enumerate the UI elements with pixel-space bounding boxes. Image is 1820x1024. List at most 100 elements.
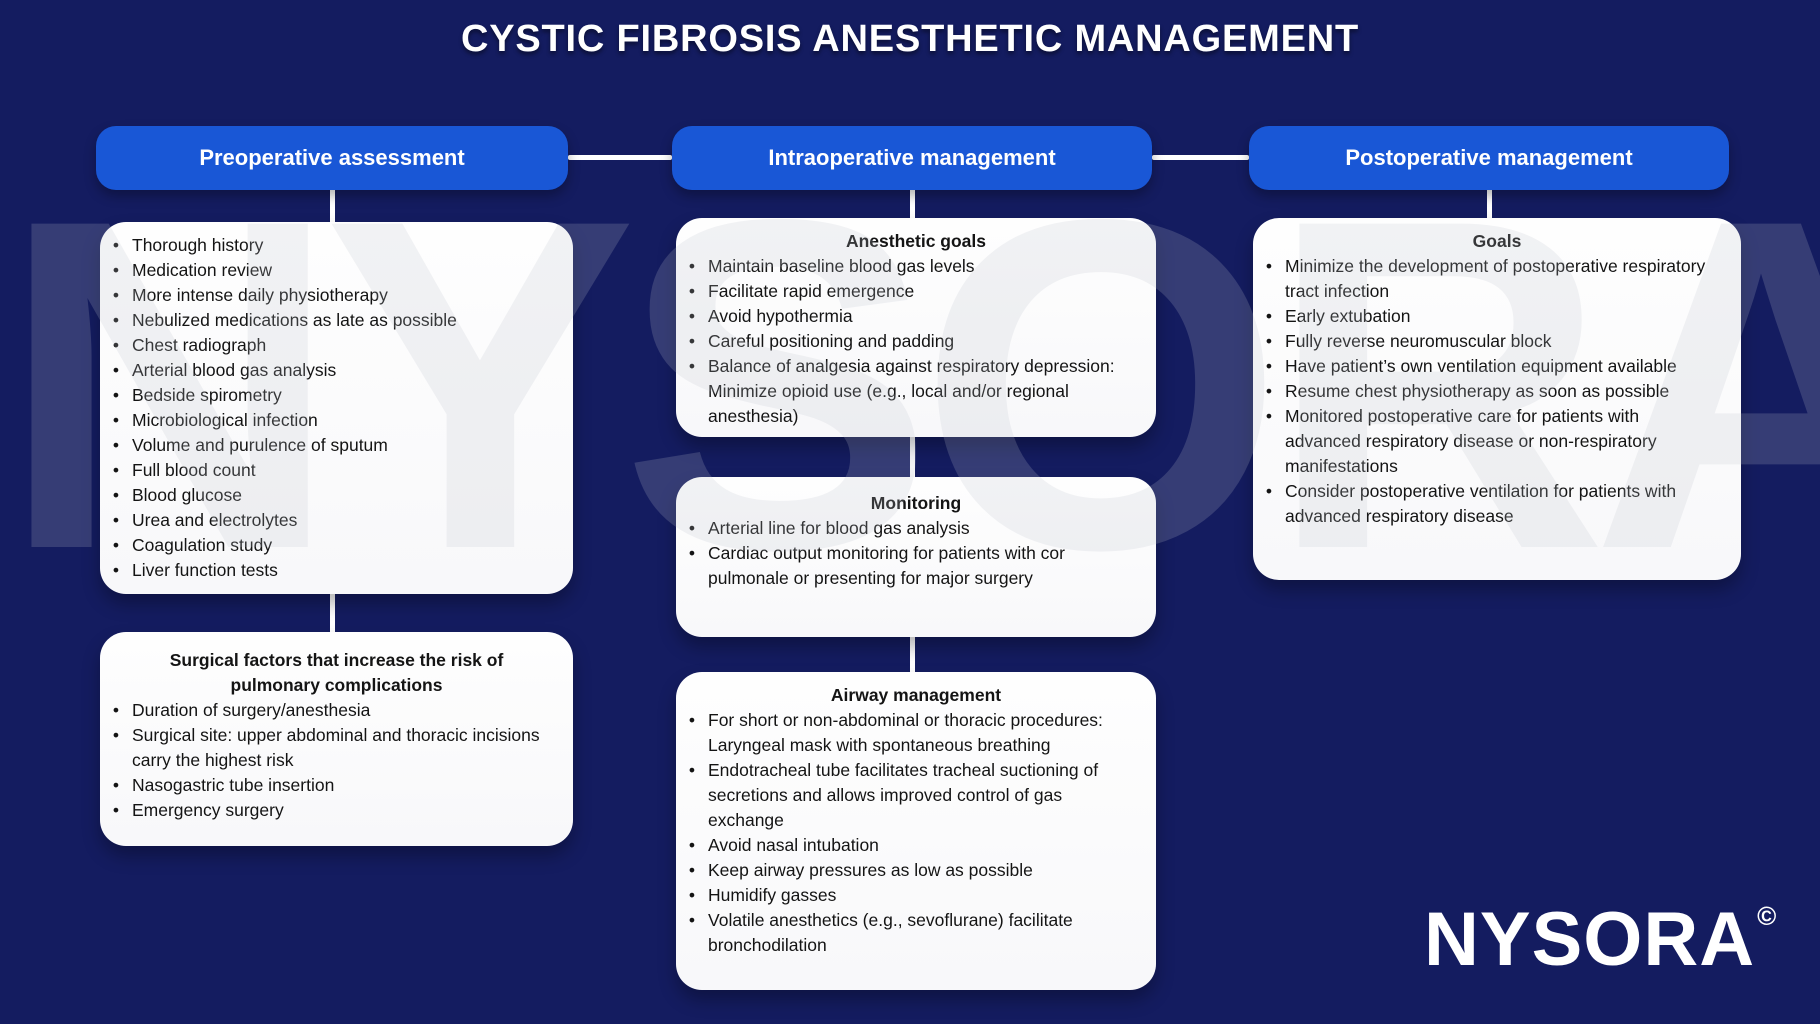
list-item: •Facilitate rapid emergence xyxy=(676,279,1144,304)
list-item: •Emergency surgery xyxy=(100,798,561,823)
bullet-icon: • xyxy=(112,725,120,745)
bullet-icon: • xyxy=(1265,481,1273,501)
item-text: Liver function tests xyxy=(132,560,278,580)
list-item: •Full blood count xyxy=(100,458,561,483)
connector-vertical-col2-a xyxy=(910,188,915,220)
item-text: Blood glucose xyxy=(132,485,242,505)
connector-horizontal-2 xyxy=(1152,155,1249,160)
item-text: Endotracheal tube facilitates tracheal s… xyxy=(708,760,1099,830)
item-text: Nebulized medications as late as possibl… xyxy=(132,310,457,330)
list-item: •Keep airway pressures as low as possibl… xyxy=(676,858,1144,883)
bullet-icon: • xyxy=(112,335,120,355)
page-title: CYSTIC FIBROSIS ANESTHETIC MANAGEMENT xyxy=(461,18,1359,60)
bullet-icon: • xyxy=(112,485,120,505)
bullet-icon: • xyxy=(112,510,120,530)
item-text: Monitored postoperative care for patient… xyxy=(1285,406,1657,476)
list-item: • Duration of surgery/anesthesia xyxy=(100,698,561,723)
bullet-icon: • xyxy=(112,260,120,280)
list-item: •Volume and purulence of sputum xyxy=(100,433,561,458)
list-item: • Medication review xyxy=(100,258,561,283)
connector-horizontal-1 xyxy=(568,155,672,160)
monitoring-box: Monitoring•Arterial line for blood gas a… xyxy=(676,477,1156,637)
bullet-icon: • xyxy=(688,543,696,563)
list-item: •Coagulation study xyxy=(100,533,561,558)
item-text: Urea and electrolytes xyxy=(132,510,298,530)
bullet-icon: • xyxy=(688,256,696,276)
bullet-icon: • xyxy=(688,518,696,538)
connector-vertical-col2-b xyxy=(910,435,915,479)
list-item: •For short or non-abdominal or thoracic … xyxy=(676,708,1144,758)
list-item: • Nebulized medications as late as possib… xyxy=(100,308,561,333)
connector-vertical-col3-a xyxy=(1487,188,1492,220)
item-text: Consider postoperative ventilation for p… xyxy=(1285,481,1677,526)
list-item: •Early extubation xyxy=(1253,304,1729,329)
box-title: Goals xyxy=(1472,231,1522,251)
list-item: • Avoid nasal intubation xyxy=(676,833,1144,858)
bullet-icon: • xyxy=(688,356,696,376)
box-title: Surgical factors that increase the risk … xyxy=(169,650,504,695)
bullet-icon: • xyxy=(688,835,696,855)
bullet-icon: • xyxy=(688,281,696,301)
list-item: •Resume chest physiotherapy as soon as p… xyxy=(1253,379,1729,404)
bullet-icon: • xyxy=(112,775,120,795)
bullet-icon: • xyxy=(1265,256,1273,276)
bullet-icon: • xyxy=(112,310,120,330)
item-text: Humidify gasses xyxy=(708,885,837,905)
list-item: • Surgical site: upper abdominal and thor… xyxy=(100,723,561,773)
item-text: Full blood count xyxy=(132,460,256,480)
item-text: Arterial line for blood gas analysis xyxy=(708,518,970,538)
bullet-icon: • xyxy=(1265,381,1273,401)
list-item: •Have patient’s own ventilation equipmen… xyxy=(1253,354,1729,379)
bullet-icon: • xyxy=(112,410,120,430)
bullet-icon: • xyxy=(1265,306,1273,326)
item-text: Arterial blood gas analysis xyxy=(132,360,337,380)
bullet-icon: • xyxy=(1265,331,1273,351)
item-text: Cardiac output monitoring for patients w… xyxy=(708,543,1065,588)
bullet-icon: • xyxy=(112,385,120,405)
list-item: •Humidify gasses xyxy=(676,883,1144,908)
item-text: Surgical site: upper abdominal and thora… xyxy=(132,725,540,770)
list-item: • Arterial line for blood gas analysis xyxy=(676,516,1144,541)
bullet-icon: • xyxy=(112,560,120,580)
column-header-preoperative: Preoperative assessment xyxy=(96,126,568,190)
bullet-icon: • xyxy=(112,285,120,305)
item-text: Careful positioning and padding xyxy=(708,331,955,351)
list-item: •Thorough history xyxy=(100,233,561,258)
connector-vertical-col1-b xyxy=(330,592,335,634)
bullet-icon: • xyxy=(688,910,696,930)
bullet-icon: • xyxy=(112,235,120,255)
anesthetic-goals-box: Anesthetic goals•Maintain baseline blood… xyxy=(676,218,1156,437)
copyright-icon: © xyxy=(1757,900,1778,931)
list-item: •Bedside spirometry xyxy=(100,383,561,408)
list-item: • Maintain baseline blood gas levels xyxy=(676,254,1144,279)
item-text: Maintain baseline blood gas levels xyxy=(708,256,975,276)
column-header-postoperative: Postoperative management xyxy=(1249,126,1729,190)
bullet-icon: • xyxy=(112,800,120,820)
item-text: Chest radiograph xyxy=(132,335,267,355)
list-item: • Monitored postoperative care for patien… xyxy=(1253,404,1729,479)
box-title: Airway management xyxy=(830,685,1002,705)
item-text: Avoid nasal intubation xyxy=(708,835,879,855)
item-text: Minimize the development of postoperativ… xyxy=(1285,256,1706,301)
bullet-icon: • xyxy=(112,435,120,455)
bullet-icon: • xyxy=(112,700,120,720)
preoperative-assessment-box: •Thorough history•Medication review•More… xyxy=(100,222,573,594)
bullet-icon: • xyxy=(688,710,696,730)
list-item: • Fully reverse neuromuscular block xyxy=(1253,329,1729,354)
nysora-logo-text: NYSORA xyxy=(1424,897,1756,982)
bullet-icon: • xyxy=(688,306,696,326)
list-item: • Chest radiograph xyxy=(100,333,561,358)
item-text: Medication review xyxy=(132,260,273,280)
column-header-intraoperative: Intraoperative management xyxy=(672,126,1152,190)
item-text: Volatile anesthetics (e.g., sevoflurane)… xyxy=(708,910,1073,955)
item-text: Fully reverse neuromuscular block xyxy=(1285,331,1552,351)
bullet-icon: • xyxy=(688,760,696,780)
item-text: Duration of surgery/anesthesia xyxy=(132,700,371,720)
list-item: •Nasogastric tube insertion xyxy=(100,773,561,798)
item-text: More intense daily physiotherapy xyxy=(132,285,388,305)
list-item: • Cardiac output monitoring for patients … xyxy=(676,541,1144,591)
item-text: Microbiological infection xyxy=(132,410,318,430)
bullet-icon: • xyxy=(1265,406,1273,426)
airway-management-box: Airway management •For short or non-abdom… xyxy=(676,672,1156,990)
